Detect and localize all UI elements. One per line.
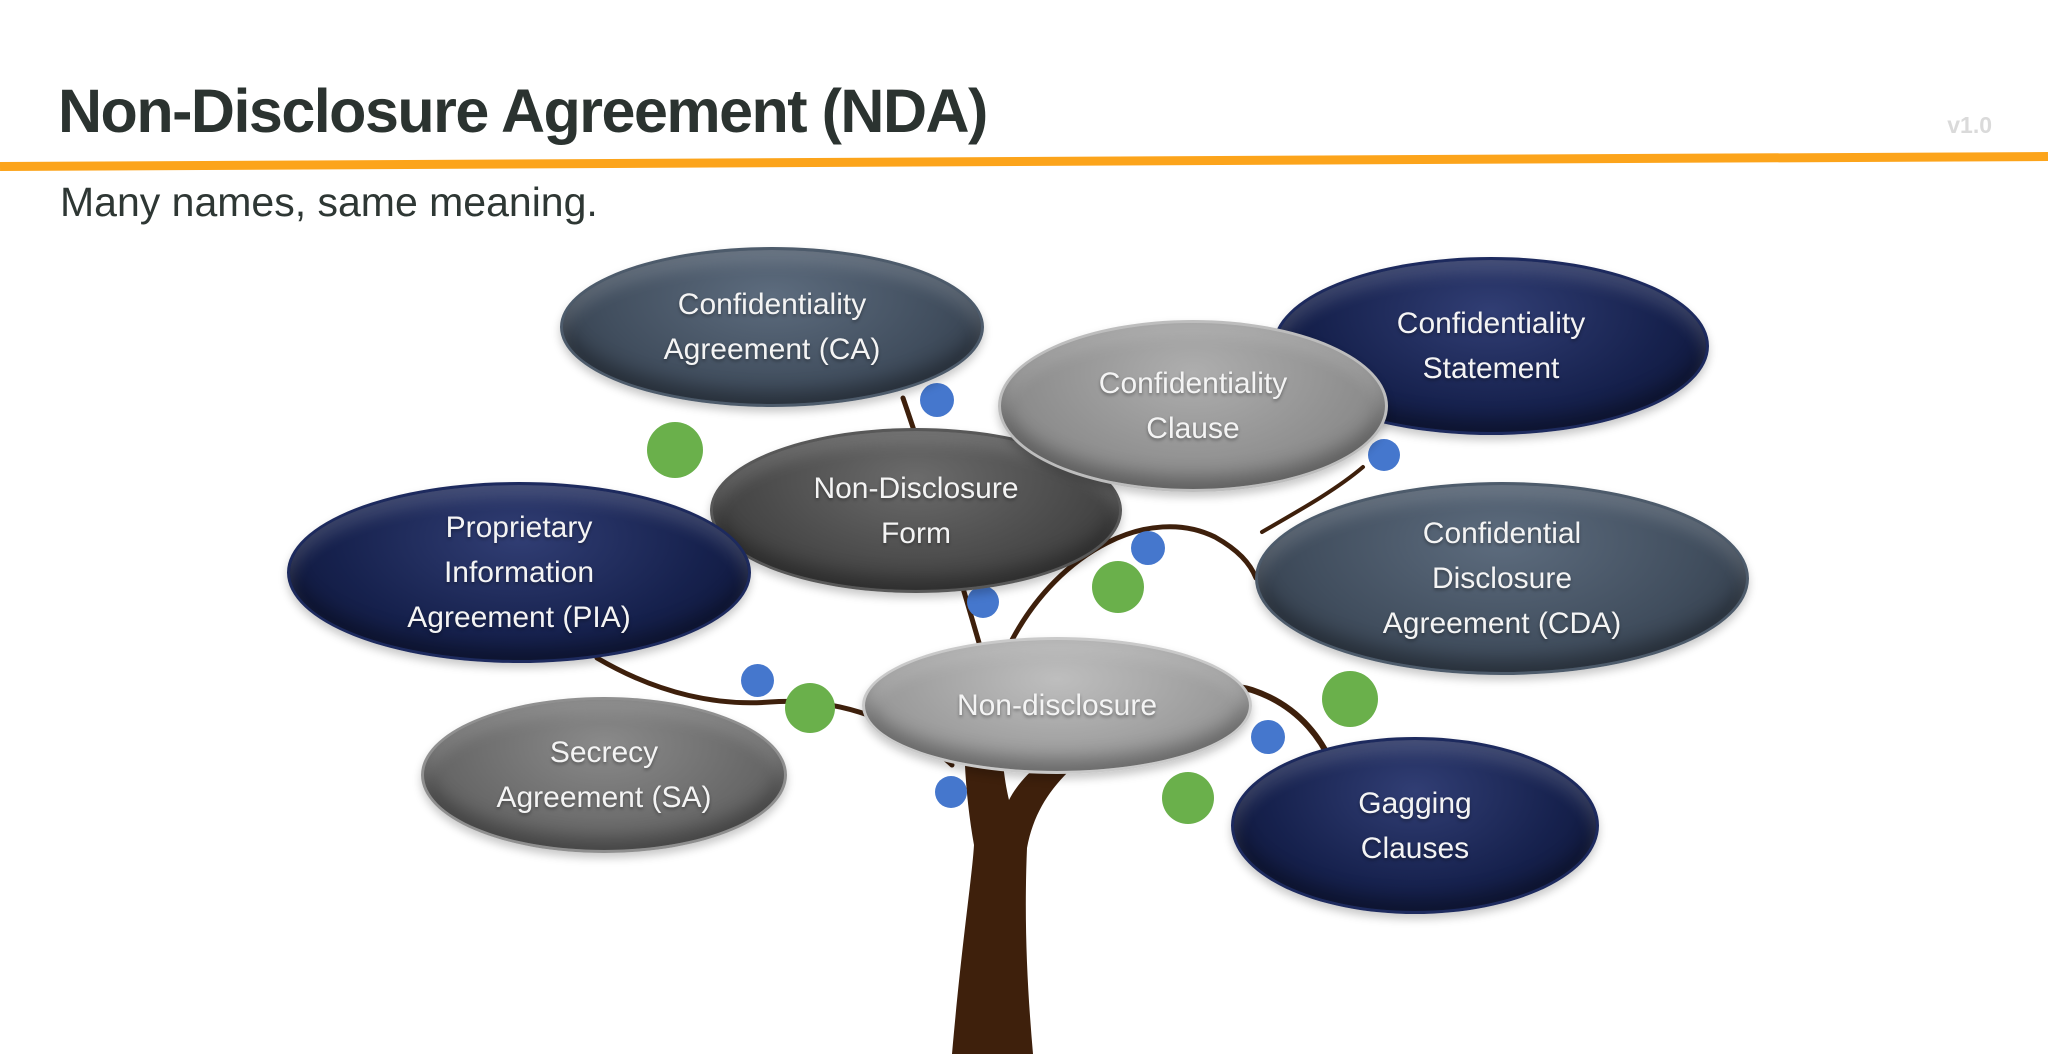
blue-dot (935, 776, 967, 808)
tree-branch (1009, 524, 1259, 643)
green-dot (1092, 561, 1144, 613)
blue-dot (740, 663, 774, 697)
bubble-label: Non-disclosure (956, 689, 1158, 722)
green-dot (1322, 671, 1378, 727)
tree-branch (1260, 465, 1365, 534)
page-title: Non-Disclosure Agreement (NDA) (58, 77, 988, 145)
blue-dot (1251, 720, 1285, 754)
tree-trunk (952, 690, 1068, 1054)
blue-dot (920, 383, 954, 417)
green-dot (1162, 772, 1214, 824)
version-tag: v1.0 (1947, 112, 1992, 138)
blue-dot (967, 586, 999, 618)
bubble-non-disclosure: Non-disclosure (862, 637, 1252, 774)
green-dot (647, 422, 703, 478)
blue-dot (1368, 439, 1400, 471)
blue-dot (1131, 531, 1165, 565)
green-dot (785, 683, 835, 733)
subtitle: Many names, same meaning. (60, 179, 598, 225)
